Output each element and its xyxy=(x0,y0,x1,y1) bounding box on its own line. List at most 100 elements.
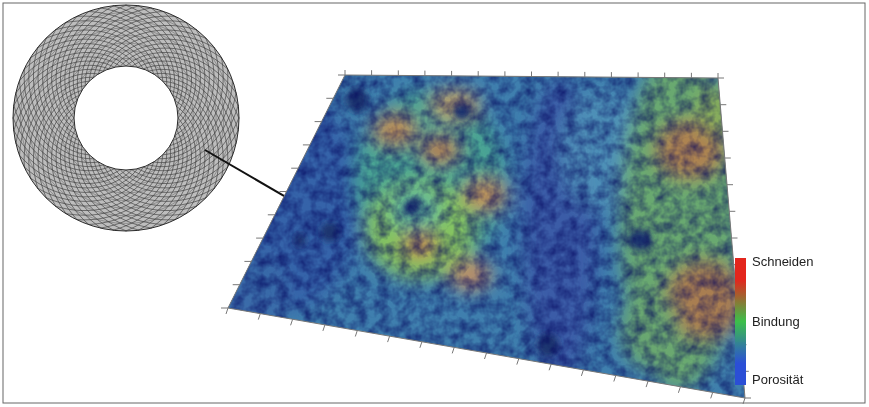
axis-tick xyxy=(517,359,519,365)
axis-line xyxy=(228,308,745,398)
wheel-mesh-line xyxy=(113,6,179,101)
axis-tick xyxy=(745,398,751,399)
axis-tick xyxy=(720,104,726,105)
legend-swatch xyxy=(735,342,746,385)
wheel-mesh-line xyxy=(120,155,233,188)
axis-tick xyxy=(323,325,325,331)
axis-tick xyxy=(558,72,559,77)
wheel-mesh-line xyxy=(163,58,223,155)
axis-tick xyxy=(388,336,390,342)
axis-tick xyxy=(485,353,487,359)
wheel-mesh-line xyxy=(29,58,89,155)
axis-tick xyxy=(256,238,263,239)
axis-tick xyxy=(258,314,260,320)
axis-tick xyxy=(638,72,639,77)
axis-tick xyxy=(723,131,729,132)
axis-tick xyxy=(584,72,585,77)
axis-tick xyxy=(718,73,719,78)
axis-grid xyxy=(221,70,751,404)
axis-tick xyxy=(478,71,479,76)
axis-tick xyxy=(614,376,616,382)
wheel-mesh-line xyxy=(24,167,138,193)
wheel-ring xyxy=(59,51,194,186)
wheel-mesh-line xyxy=(43,95,80,206)
axis-tick xyxy=(725,158,731,159)
wheel-mesh-line xyxy=(138,118,239,175)
wheel-ring xyxy=(44,36,209,201)
axis-tick xyxy=(303,144,310,145)
wheel-mesh-line xyxy=(37,35,148,72)
wheel-mesh-line xyxy=(16,53,126,94)
axis-tick xyxy=(280,191,287,192)
axis-tick xyxy=(338,75,345,76)
axis-line xyxy=(718,78,745,398)
axis-tick xyxy=(315,121,322,122)
axis-tick xyxy=(581,370,583,376)
axis-tick xyxy=(345,70,346,75)
wheel-mesh-line xyxy=(103,165,214,202)
axis-tick xyxy=(451,71,452,76)
wheel-mesh-line xyxy=(52,16,78,130)
axis-tick xyxy=(226,308,228,314)
axis-tick xyxy=(549,364,551,370)
wheel-mesh-line xyxy=(163,81,223,178)
axis-tick xyxy=(371,70,372,75)
axis-tick xyxy=(727,184,733,185)
wheel-mesh-line xyxy=(170,38,214,146)
axis-line xyxy=(228,75,345,308)
axis-tick xyxy=(233,284,240,285)
wheel-mesh-line xyxy=(138,6,187,113)
wheel-mesh-line xyxy=(175,106,201,220)
wheel-mesh-line xyxy=(19,48,132,81)
wheel-ring xyxy=(21,13,232,224)
axis-tick xyxy=(291,168,298,169)
axis-tick xyxy=(664,73,665,78)
wheel-mesh-line xyxy=(56,112,89,225)
axis-tick xyxy=(611,72,612,77)
wheel-mesh-line xyxy=(55,26,158,78)
surface-topography xyxy=(210,50,750,405)
axis-tick xyxy=(504,71,505,76)
wheel-mesh-line xyxy=(94,159,197,211)
wheel-mesh-line xyxy=(61,118,102,228)
wheel-ring xyxy=(36,28,216,208)
axis-tick xyxy=(691,73,692,78)
axis-tick xyxy=(678,387,680,393)
color-legend: SchneidenBindungPorosität xyxy=(730,250,865,395)
axis-tick xyxy=(424,71,425,76)
wheel-mesh-line xyxy=(114,44,228,70)
axis-tick xyxy=(291,319,293,325)
axis-tick xyxy=(531,72,532,77)
wheel-body xyxy=(13,5,239,231)
wheel-mesh-line xyxy=(98,162,206,206)
axis-tick xyxy=(452,347,454,353)
axis-tick xyxy=(268,214,275,215)
legend-label: Bindung xyxy=(752,314,800,329)
wheel-mesh-line xyxy=(29,81,89,178)
wheel-mesh-line xyxy=(66,155,163,215)
axis-tick xyxy=(729,211,735,212)
wheel-ring xyxy=(28,20,224,216)
axis-tick xyxy=(420,342,422,348)
axis-tick xyxy=(711,392,713,398)
grinding-wheel xyxy=(13,5,239,231)
wheel-mesh-line xyxy=(89,155,186,215)
legend-label: Porosität xyxy=(752,372,803,387)
wheel-mesh-line xyxy=(163,11,196,124)
wheel-mesh-line xyxy=(126,5,183,106)
axis-tick xyxy=(718,78,724,79)
legend-swatch xyxy=(735,258,746,301)
wheel-mesh-line xyxy=(14,65,109,131)
wheel-mesh-line xyxy=(13,61,114,118)
wheel-mesh-line xyxy=(126,143,236,184)
wheel-mesh-line xyxy=(167,47,219,150)
axis-tick xyxy=(221,308,228,309)
wheel-mesh-line xyxy=(73,135,139,230)
axis-tick xyxy=(646,381,648,387)
axis-tick xyxy=(732,238,738,239)
legend-label: Schneiden xyxy=(752,254,813,269)
axis-tick xyxy=(743,398,745,404)
wheel-mesh-line xyxy=(38,90,82,198)
wheel-ring xyxy=(51,43,201,193)
